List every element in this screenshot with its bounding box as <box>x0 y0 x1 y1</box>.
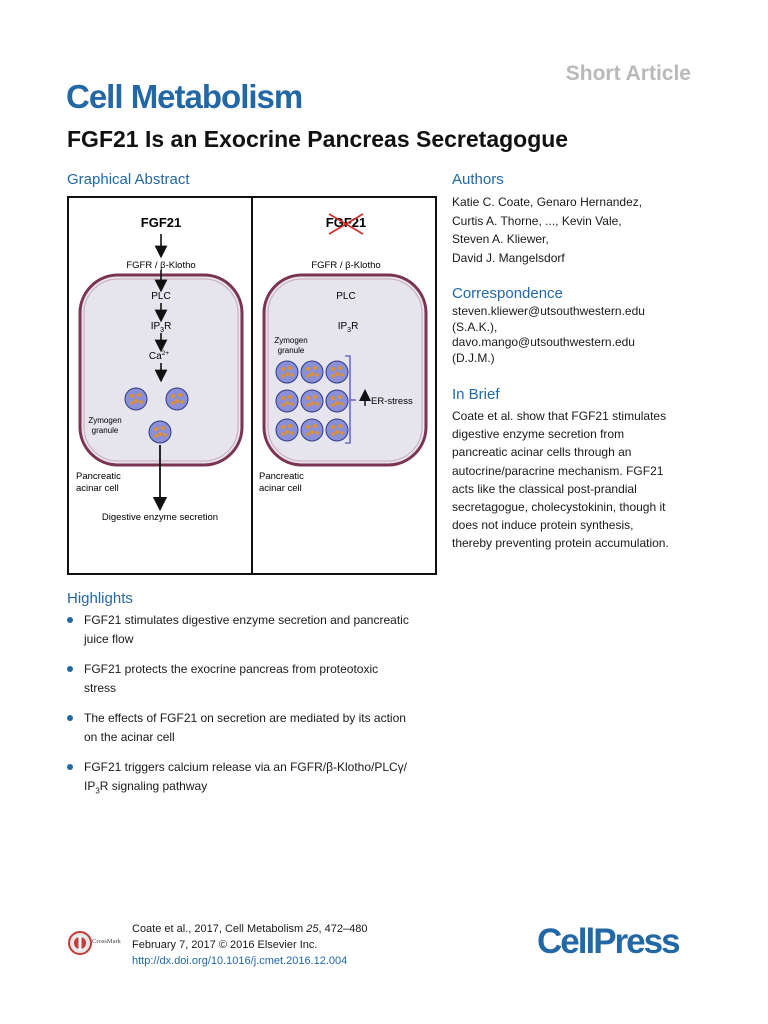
cellpress-logo: CellPress <box>537 922 681 961</box>
correspondence-initials: (D.J.M.) <box>452 350 495 365</box>
in-brief-line: secretagogue, cholecystokinin, though it <box>452 500 666 515</box>
right-receptor-label: FGFR / β-Klotho <box>311 260 380 271</box>
doi-link[interactable]: http://dx.doi.org/10.1016/j.cmet.2016.12… <box>132 955 348 967</box>
highlight-text: juice flow <box>84 631 134 646</box>
zymogen-granule <box>325 389 349 413</box>
highlight-text: stress <box>84 680 117 695</box>
correspondence-heading: Correspondence <box>452 285 563 302</box>
citation-block: Coate et al., 2017, Cell Metabolism 25, … <box>132 921 367 969</box>
author-line: Steven A. Kliewer, <box>452 232 549 246</box>
left-plc-label: PLC <box>151 291 170 302</box>
authors-heading: Authors <box>452 171 504 188</box>
zymogen-granule <box>300 389 324 413</box>
author-line: Curtis A. Thorne, ..., Kevin Vale, <box>452 213 622 228</box>
highlight-item: FGF21 triggers calcium release via an FG… <box>67 758 447 800</box>
highlight-text: FGF21 triggers calcium release via an FG… <box>84 760 408 774</box>
correspondence-block: steven.kliewer@utsouthwestern.edu (S.A.K… <box>452 304 645 366</box>
right-ligand-label: FGF21 <box>326 215 366 230</box>
highlight-text-tail: R signaling pathway <box>99 778 208 793</box>
left-calcium-label: Ca2+ <box>149 350 169 362</box>
in-brief-line: Coate et al. show that FGF21 stimulates <box>452 409 667 423</box>
article-type-label: Short Article <box>565 62 691 85</box>
highlight-item: FGF21 protects the exocrine pancreas fro… <box>67 660 447 697</box>
highlight-item: FGF21 stimulates digestive enzyme secret… <box>67 611 447 648</box>
er-stress-label: ER-stress <box>371 396 413 407</box>
bullet-icon <box>67 764 73 770</box>
right-ip3r-label: IP3R <box>338 321 359 334</box>
right-plc-label: PLC <box>336 291 355 302</box>
zymogen-granule <box>300 360 324 384</box>
highlight-text: IP3R signaling pathway <box>84 777 447 801</box>
zymogen-granule <box>148 420 172 444</box>
citation-date: February 7, 2017 © 2016 Elsevier Inc. <box>132 939 318 951</box>
zymogen-granule <box>275 418 299 442</box>
zymogen-granule <box>325 418 349 442</box>
correspondence-email-kliewer[interactable]: steven.kliewer@utsouthwestern.edu <box>452 304 645 318</box>
correspondence-initials: (S.A.K.), <box>452 319 498 334</box>
highlight-text-subscript: 3 <box>95 785 100 795</box>
in-brief-line: does not induce protein synthesis, <box>452 518 634 533</box>
zymogen-granule <box>275 389 299 413</box>
citation-volume: 25 <box>306 923 319 935</box>
graphical-abstract-figure: FGF21 FGFR / β-Klotho PLC IP3R Ca2+ Zymo… <box>67 196 437 575</box>
left-receptor-label: FGFR / β-Klotho <box>126 260 195 271</box>
highlight-text: FGF21 protects the exocrine pancreas fro… <box>84 662 379 676</box>
right-zymogen-granules <box>275 360 349 442</box>
bullet-icon <box>67 715 73 721</box>
in-brief-line: digestive enzyme secretion from <box>452 427 625 442</box>
in-brief-heading: In Brief <box>452 386 500 403</box>
zymogen-granule <box>275 360 299 384</box>
zymogen-granule <box>124 387 148 411</box>
left-output-label: Digestive enzyme secretion <box>102 512 218 523</box>
in-brief-line: acts like the classical post-prandial <box>452 481 637 496</box>
bullet-icon <box>67 617 73 623</box>
highlights-heading: Highlights <box>67 590 133 607</box>
in-brief-text: Coate et al. show that FGF21 stimulates … <box>452 407 702 553</box>
journal-title: Cell Metabolism <box>66 78 303 115</box>
highlight-text-ip: IP <box>84 778 96 793</box>
article-title: FGF21 Is an Exocrine Pancreas Secretagog… <box>67 126 569 152</box>
zymogen-granule <box>165 387 189 411</box>
author-line: Katie C. Coate, Genaro Hernandez, <box>452 195 643 209</box>
left-ip3r-label: IP3R <box>151 321 172 334</box>
in-brief-line: autocrine/paracrine mechanism. FGF21 <box>452 463 664 478</box>
authors-list: Katie C. Coate, Genaro Hernandez, Curtis… <box>452 193 702 267</box>
ligand-absent-cross-icon <box>328 213 364 235</box>
graphical-abstract-heading: Graphical Abstract <box>67 171 190 188</box>
in-brief-line: pancreatic acinar cells through an <box>452 445 632 460</box>
highlight-text: on the acinar cell <box>84 729 175 744</box>
left-zymogen-granules <box>124 387 189 444</box>
left-ligand-label: FGF21 <box>141 215 181 230</box>
correspondence-email-mango[interactable]: davo.mango@utsouthwestern.edu <box>452 335 635 349</box>
crossmark-label: CrossMark <box>92 938 121 945</box>
highlight-text: The effects of FGF21 on secretion are me… <box>84 711 406 725</box>
zymogen-granule <box>300 418 324 442</box>
highlight-text: FGF21 stimulates digestive enzyme secret… <box>84 613 409 627</box>
highlight-item: The effects of FGF21 on secretion are me… <box>67 709 447 746</box>
in-brief-line: thereby preventing protein accumulation. <box>452 536 669 551</box>
citation-line: Coate et al., 2017, Cell Metabolism 25, … <box>132 923 368 935</box>
bullet-icon <box>67 666 73 672</box>
author-line: David J. Mangelsdorf <box>452 250 565 265</box>
zymogen-granule <box>325 360 349 384</box>
crossmark-icon[interactable] <box>68 931 92 955</box>
highlights-list: FGF21 stimulates digestive enzyme secret… <box>67 611 447 812</box>
